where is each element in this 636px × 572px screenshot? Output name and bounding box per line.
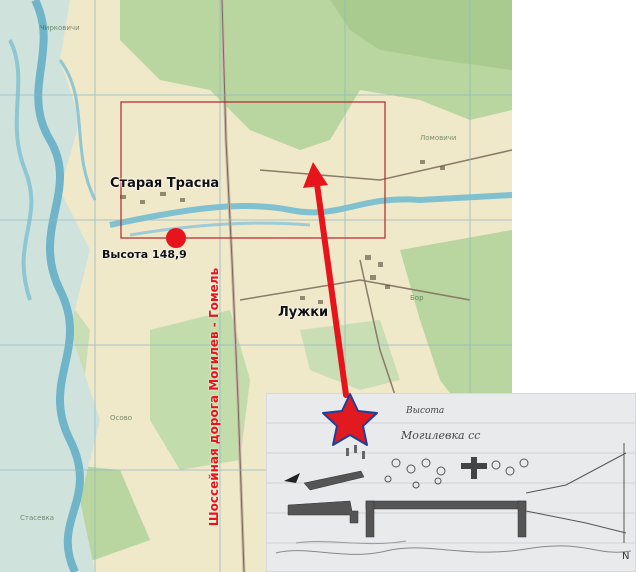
place-label-staraya-trasna: Старая Трасна: [110, 176, 220, 191]
place-label-luzhki: Лужки: [278, 305, 329, 320]
sketch-north-mark: N: [622, 551, 629, 562]
svg-text:Стасевка: Стасевка: [20, 514, 54, 522]
sketch-inset: Высота Могилевка сс N: [266, 393, 636, 572]
svg-text:Бор: Бор: [410, 294, 424, 302]
sketch-village-label: Могилевка сс: [400, 429, 480, 442]
svg-text:Чирковичи: Чирковичи: [40, 24, 80, 32]
sketch-title: Высота: [405, 406, 444, 416]
topographic-map: Чирковичи Ломовичи Осово Бор Стасевка: [0, 0, 512, 572]
svg-text:Ломовичи: Ломовичи: [420, 134, 456, 142]
svg-text:Осово: Осово: [110, 414, 132, 422]
place-label-vysota: Высота 148,9: [102, 248, 187, 261]
road-label: Шоссейная дорога Могилев - Гомель: [207, 267, 221, 527]
